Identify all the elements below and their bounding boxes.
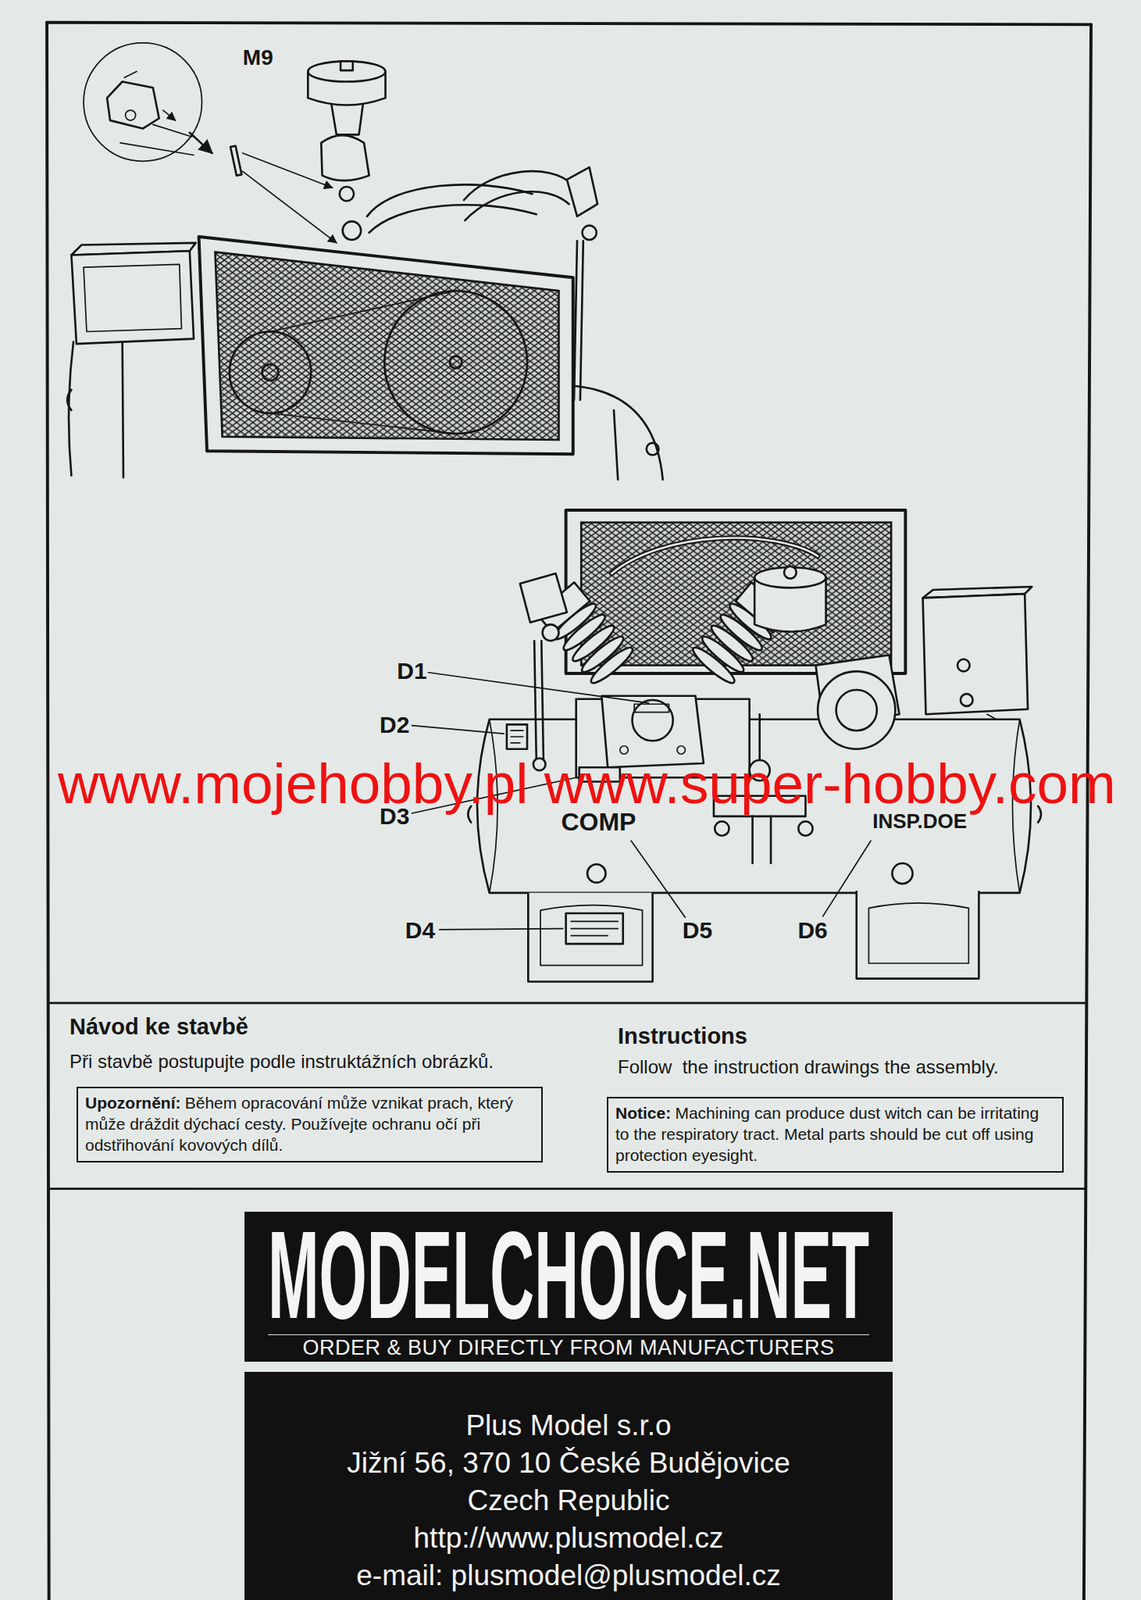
page-frame-part	[46, 22, 1092, 25]
compressor-side-view-part	[367, 184, 533, 217]
compressor-front-view-part	[923, 593, 1028, 714]
compressor-front-view-part	[534, 640, 544, 760]
page-frame-part	[49, 1187, 1086, 1190]
title-wrap: MODELCHOICE.NET	[244, 1218, 893, 1331]
compressor-front-view-part	[570, 920, 618, 935]
notice-body: Machining can produce dust witch can be …	[615, 1103, 1039, 1164]
compressor-side-view-part	[242, 153, 333, 188]
compressor-front-view-part	[817, 670, 895, 749]
compressor-front-view-part	[634, 703, 669, 712]
compressor-side-view-part	[125, 110, 136, 121]
compressor-front-view-part	[856, 890, 980, 978]
compressor-front-view-part	[587, 863, 607, 883]
brand-title: MODELCHOICE.NET	[267, 1218, 870, 1331]
compressor-front-view-part	[891, 862, 913, 884]
leader-lines-part	[427, 672, 649, 703]
compressor-front-view-part	[631, 699, 673, 741]
compressor-side-view-part	[230, 146, 242, 176]
heading-cz: Návod ke stavbě	[69, 1013, 249, 1040]
compressor-side-view-part	[369, 204, 537, 233]
compressor-side-view-part	[464, 191, 569, 221]
compressor-side-view-part	[106, 81, 160, 129]
compressor-side-view-part	[384, 290, 528, 434]
compressor-side-view-part	[449, 356, 463, 369]
heading-en: Instructions	[617, 1023, 748, 1049]
callout-label: D4	[405, 916, 436, 944]
compressor-front-view-part	[868, 902, 969, 963]
compressor-side-view-part	[270, 290, 457, 434]
address-line: Czech Republic	[244, 1481, 893, 1519]
address-banner: Plus Model s.r.oJižní 56, 370 10 České B…	[244, 1371, 893, 1600]
address-line: Jižní 56, 370 10 České Budějovice	[244, 1444, 893, 1482]
compressor-side-view-part	[124, 71, 175, 121]
page-frame-part	[46, 22, 50, 1600]
compressor-side-view-part	[566, 167, 598, 217]
brand-banner: MODELCHOICE.NETORDER & BUY DIRECTLY FROM…	[244, 1211, 893, 1362]
compressor-side-view-part	[320, 135, 369, 181]
callout-label: D6	[797, 916, 828, 944]
leader-lines-part	[411, 725, 504, 734]
compressor-side-view-part	[229, 331, 311, 413]
compressor-front-view-part	[566, 912, 624, 944]
compressor-front-view-part	[581, 522, 892, 666]
compressor-side-view	[67, 42, 663, 480]
leader-lines-part	[439, 928, 564, 930]
compressor-side-view-part	[340, 60, 353, 71]
callout-label: D1	[396, 657, 427, 685]
compressor-front-view-part	[752, 816, 772, 863]
leader-lines-part	[631, 840, 685, 917]
compressor-side-view-part	[331, 103, 363, 135]
notice-box-en: Notice:Machining can produce dust witch …	[606, 1096, 1064, 1173]
compressor-front-view-part	[542, 623, 560, 641]
compressor-side-view-part	[570, 385, 664, 480]
callout-label: M9	[242, 45, 274, 71]
compressor-side-view-part	[67, 389, 72, 411]
compressor-front-view-part	[540, 905, 643, 966]
compressor-front-view-part	[527, 892, 653, 982]
compressor-side-view-part	[342, 221, 362, 240]
compressor-side-view-part	[214, 252, 559, 440]
instruction-text-en: Follow the instruction drawings the asse…	[617, 1055, 999, 1078]
compressor-side-view-part	[122, 342, 124, 478]
compressor-front-view-part	[510, 730, 524, 743]
compressor-side-view-part	[199, 236, 574, 454]
address-line: Plus Model s.r.o	[244, 1406, 893, 1445]
compressor-side-view-part	[71, 250, 194, 344]
compressor-front-view-part	[798, 820, 813, 835]
notice-heading: Upozornění:	[85, 1093, 181, 1112]
compressor-side-view-part	[120, 124, 194, 155]
compressor-side-view-part	[582, 225, 597, 240]
compressor-side-view-part	[83, 42, 202, 162]
compressor-front-view-part	[714, 820, 729, 835]
address-line: http://www.plusmodel.cz	[244, 1518, 893, 1557]
callout-label: D2	[379, 711, 410, 739]
compressor-front-view-part	[960, 693, 974, 706]
brand-subtitle: ORDER & BUY DIRECTLY FROM MANUFACTURERS	[267, 1333, 870, 1360]
compressor-side-view-part	[83, 263, 182, 332]
page-frame-part	[47, 1001, 1087, 1005]
compressor-side-view-part	[262, 363, 279, 381]
instruction-text-cz: Při stavbě postupujte podle instruktážní…	[69, 1050, 494, 1073]
warning-box-cz: Upozornění:Během opracování může vznikat…	[76, 1086, 543, 1163]
compressor-front-view-part	[784, 566, 797, 579]
compressor-front-view-part	[836, 689, 878, 731]
compressor-side-view-part	[613, 410, 618, 480]
compressor-front-view-part	[506, 723, 528, 749]
compressor-side-view-part	[339, 186, 354, 201]
notice-heading: Notice:	[615, 1103, 671, 1122]
compressor-side-view-part	[242, 171, 337, 243]
compressor-side-view-part	[574, 240, 584, 400]
callout-label: D5	[682, 916, 713, 944]
watermark: www.mojehobby.pl www.super-hobby.com	[57, 750, 1117, 817]
compressor-front-view	[467, 509, 1042, 981]
compressor-side-view-part	[646, 442, 660, 456]
compressor-side-view-part	[307, 60, 386, 82]
address-line: e-mail: plusmodel@plusmodel.cz	[244, 1556, 893, 1594]
leader-lines-part	[823, 840, 871, 917]
compressor-side-view-part	[189, 132, 213, 154]
compressor-front-view-part	[520, 573, 567, 623]
compressor-front-view-part	[957, 659, 970, 672]
